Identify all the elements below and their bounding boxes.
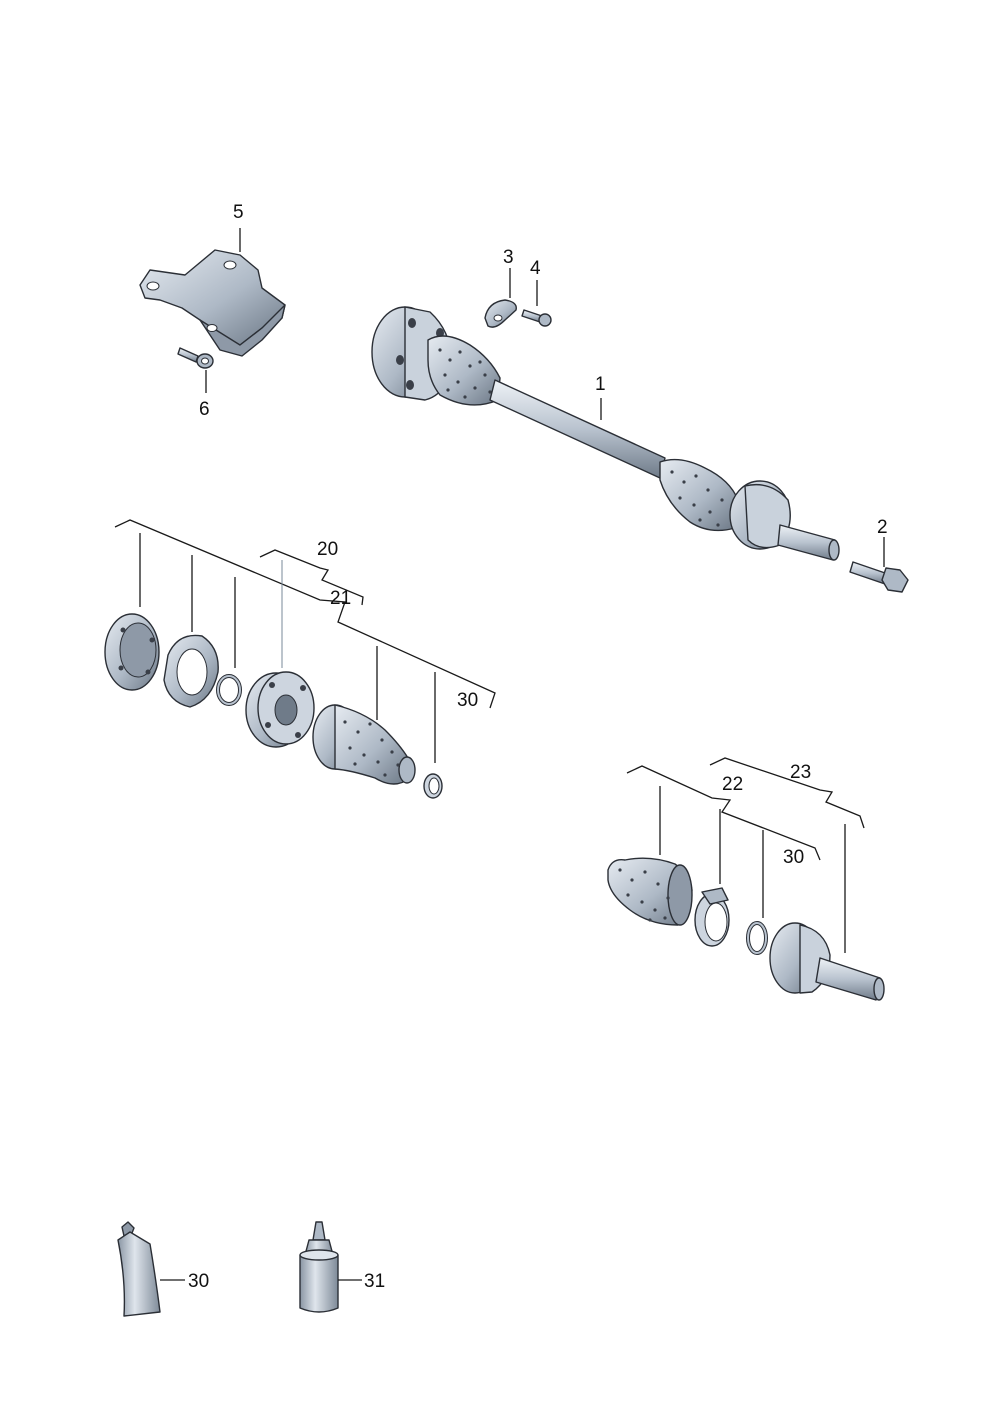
gasket [163, 634, 219, 708]
inner-cv-joint [245, 671, 315, 748]
callout-21: 21 [330, 588, 351, 609]
callout-30-outer-kit: 30 [783, 847, 804, 868]
heat-shield-part-5 [139, 249, 286, 357]
inner-joint-boot [312, 704, 416, 785]
callout-4: 4 [530, 258, 541, 279]
callout-31: 31 [364, 1271, 385, 1292]
inner-joint-kit-leaders [114, 519, 496, 763]
callout-2: 2 [877, 517, 888, 538]
callout-23: 23 [790, 762, 811, 783]
callout-30-grease: 30 [188, 1271, 209, 1292]
callout-5: 5 [233, 202, 244, 223]
screw-part-4 [521, 309, 552, 327]
bolt-part-6 [177, 347, 214, 369]
lock-plate-part-3 [484, 299, 517, 328]
circlip-inner [216, 674, 242, 706]
dust-cap [104, 613, 160, 691]
callout-30-inner-kit: 30 [457, 690, 478, 711]
hose-clamp-outer [694, 887, 730, 947]
outer-joint-boot [607, 857, 693, 926]
callout-22: 22 [722, 774, 743, 795]
sealant-bottle-part-31 [299, 1221, 339, 1313]
bolt-part-2 [849, 561, 909, 593]
hose-clamp-inner [423, 773, 443, 799]
outer-joint-kit-leaders [626, 757, 865, 953]
outer-cv-joint [769, 922, 885, 1001]
drive-shaft-part-1 [371, 306, 840, 561]
callout-3: 3 [503, 247, 514, 268]
circlip-outer [746, 921, 768, 955]
grease-tube-part-30 [117, 1221, 161, 1317]
callout-6: 6 [199, 399, 210, 420]
callout-20: 20 [317, 539, 338, 560]
callout-1: 1 [595, 374, 606, 395]
